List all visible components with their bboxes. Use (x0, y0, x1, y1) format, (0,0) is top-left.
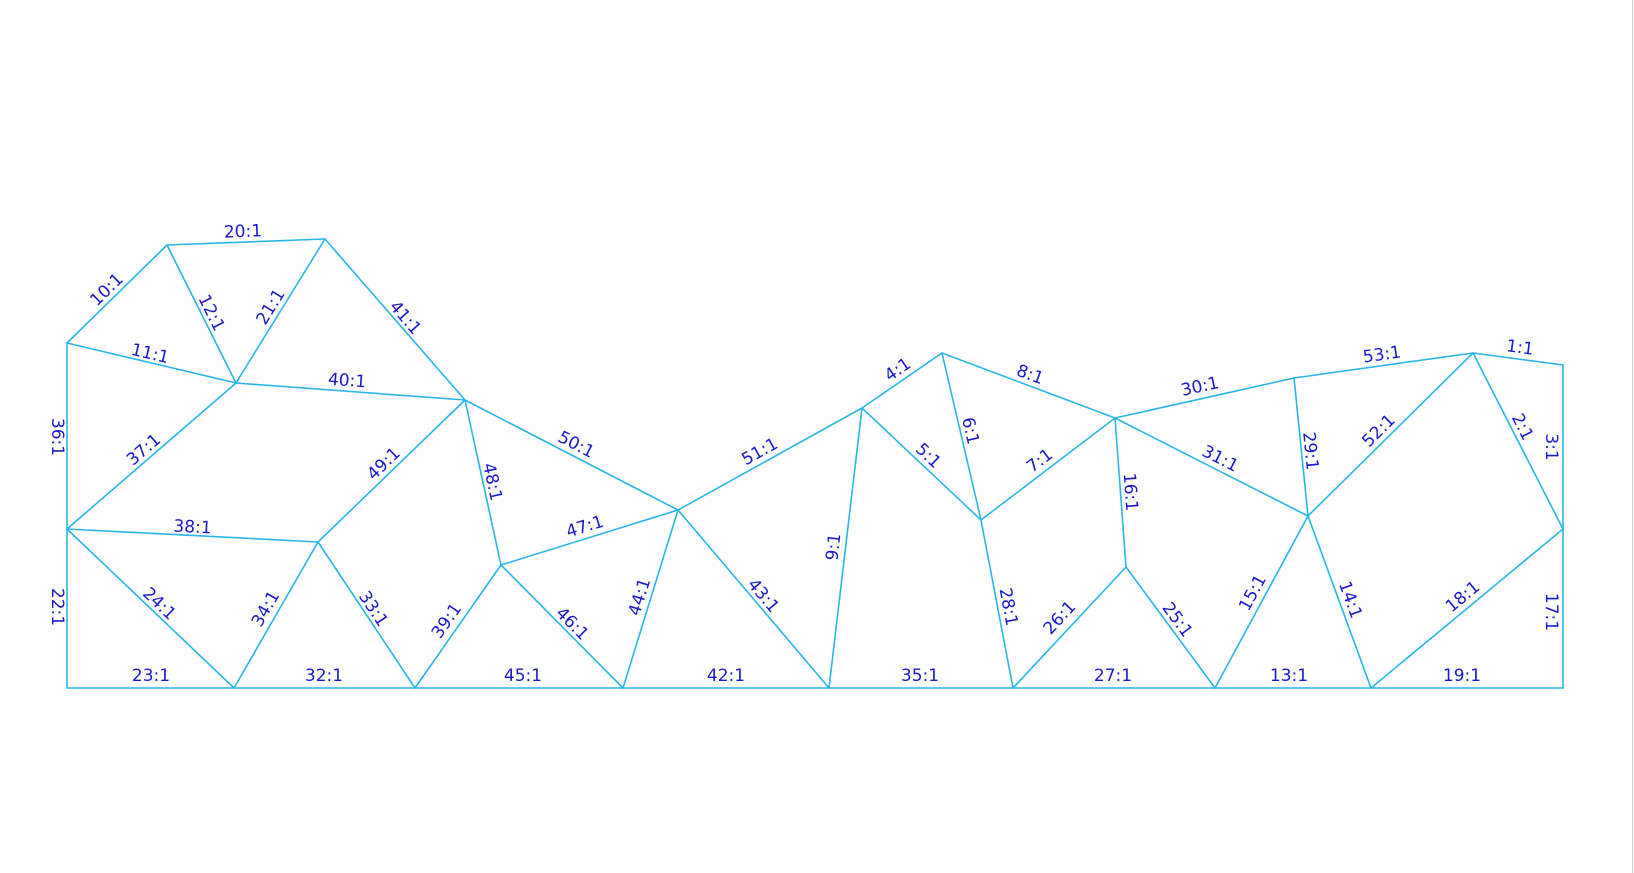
edge-24 (66, 528, 235, 689)
edge-53 (1293, 352, 1474, 379)
edge-47 (500, 509, 679, 566)
edge-4 (861, 352, 943, 409)
edge-label-33: 33:1 (354, 588, 392, 631)
edge-label-40: 40:1 (327, 370, 367, 393)
edge-label-8: 8:1 (1014, 361, 1047, 389)
edge-label-23: 23:1 (132, 666, 170, 686)
edge-34 (233, 541, 319, 689)
edge-40 (235, 382, 466, 401)
edge-label-32: 32:1 (305, 666, 343, 686)
edge-14 (1307, 515, 1372, 689)
edge-49 (317, 399, 466, 543)
edge-12 (166, 244, 237, 384)
edge-41 (324, 238, 466, 401)
edge-label-45: 45:1 (504, 666, 542, 686)
edge-label-46: 46:1 (551, 603, 592, 644)
edge-label-26: 26:1 (1040, 597, 1081, 639)
edge-label-47: 47:1 (564, 512, 606, 542)
edge-label-6: 6:1 (957, 415, 983, 446)
edge-7 (980, 417, 1116, 521)
edge-25 (1125, 566, 1216, 689)
edge-43 (677, 509, 830, 689)
edge-label-11: 11:1 (129, 340, 171, 368)
edge-1 (1472, 352, 1564, 366)
edge-31 (1114, 417, 1309, 517)
edge-label-30: 30:1 (1179, 373, 1221, 401)
edge-label-38: 38:1 (173, 517, 212, 539)
edge-label-19: 19:1 (1443, 666, 1481, 686)
edge-label-42: 42:1 (707, 666, 745, 686)
edge-label-43: 43:1 (743, 575, 783, 617)
edge-label-39: 39:1 (428, 600, 466, 643)
edge-11 (66, 342, 237, 384)
edge-label-3: 3:1 (1541, 433, 1561, 460)
edge-9 (828, 407, 863, 689)
edge-8 (941, 352, 1116, 419)
edge-51 (677, 407, 863, 511)
edge-16 (1114, 417, 1127, 568)
edge-label-1: 1:1 (1505, 336, 1535, 359)
edge-26 (1012, 566, 1127, 689)
edge-label-4: 4:1 (881, 354, 915, 386)
edge-label-29: 29:1 (1298, 431, 1322, 471)
edge-label-24: 24:1 (138, 584, 179, 625)
edge-label-22: 22:1 (47, 588, 67, 626)
edge-label-17: 17:1 (1541, 593, 1561, 631)
edge-6 (941, 352, 982, 521)
edge-15 (1214, 515, 1309, 689)
edge-46 (500, 564, 624, 689)
edge-label-27: 27:1 (1094, 666, 1132, 686)
edge-label-37: 37:1 (123, 430, 165, 470)
edge-label-21: 21:1 (252, 286, 289, 329)
edge-label-13: 13:1 (1270, 666, 1308, 686)
edge-39 (414, 564, 502, 689)
edge-50 (464, 399, 679, 511)
edge-38 (66, 528, 319, 543)
edge-label-35: 35:1 (901, 666, 939, 686)
edge-label-2: 2:1 (1507, 410, 1537, 443)
edge-label-48: 48:1 (478, 461, 506, 503)
edge-29 (1293, 377, 1309, 517)
edge-30 (1114, 377, 1295, 419)
edge-label-25: 25:1 (1158, 599, 1197, 642)
edge-33 (317, 541, 416, 689)
edge-37 (66, 382, 237, 530)
edge-21 (235, 238, 326, 384)
edge-label-12: 12:1 (194, 291, 229, 334)
edge-label-36: 36:1 (47, 418, 67, 456)
edge-44 (622, 509, 679, 689)
right-border-line (1632, 0, 1633, 873)
edges-layer (66, 238, 1564, 689)
edge-label-16: 16:1 (1119, 472, 1142, 512)
edge-48 (464, 399, 502, 566)
edge-label-9: 9:1 (822, 532, 845, 562)
edge-label-7: 7:1 (1023, 445, 1057, 477)
edge-28 (980, 519, 1014, 689)
edge-label-5: 5:1 (911, 439, 945, 472)
edge-52 (1307, 352, 1474, 517)
edge-5 (861, 407, 982, 521)
edge-10 (66, 244, 168, 344)
edge-label-28: 28:1 (995, 586, 1022, 627)
edge-2 (1472, 352, 1564, 530)
edge-18 (1370, 528, 1564, 689)
edge-label-41: 41:1 (385, 297, 425, 339)
edge-label-20: 20:1 (224, 221, 263, 242)
edge-20 (166, 238, 326, 246)
